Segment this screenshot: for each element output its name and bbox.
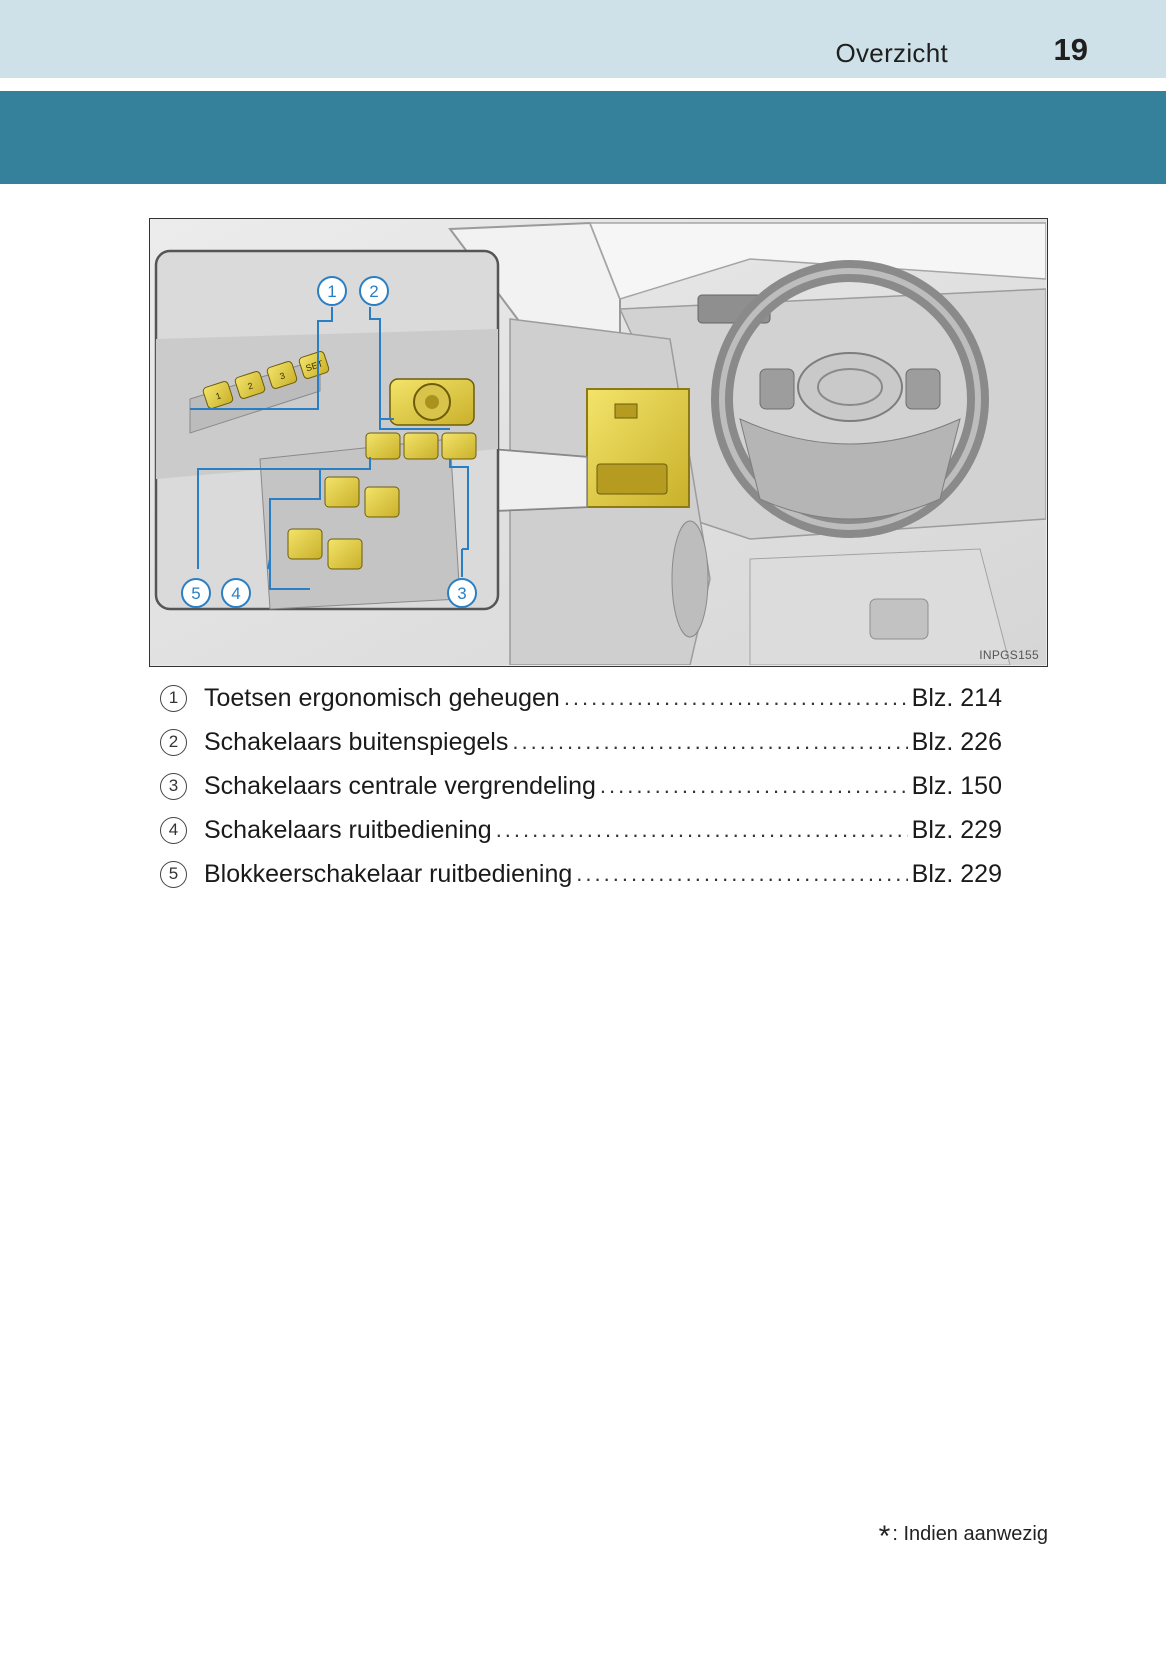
dot-leader: ........................................… xyxy=(599,773,908,798)
callout-1: 1 xyxy=(317,276,347,306)
footnote: *: Indien aanwezig xyxy=(879,1514,1048,1553)
memory-button-1-label: 1 xyxy=(214,390,222,401)
memory-button-3-label: 3 xyxy=(278,370,286,381)
dot-leader: ........................................… xyxy=(512,729,908,754)
chapter-band xyxy=(0,91,1166,184)
header-band xyxy=(0,0,1166,78)
figure-code: INPGS155 xyxy=(979,648,1039,662)
memory-button-2-label: 2 xyxy=(246,380,254,391)
svg-text:5: 5 xyxy=(191,584,200,603)
legend-text: Schakelaars buitenspiegels xyxy=(204,727,509,756)
memory-buttons: SET 3 2 1 xyxy=(202,351,330,409)
lock-switches xyxy=(365,432,477,460)
legend-number: 1 xyxy=(160,684,187,712)
page-reference[interactable]: Blz. 214 xyxy=(911,683,1002,712)
dot-leader: ........................................… xyxy=(576,861,907,886)
callout-5: 5 xyxy=(181,578,211,608)
door-switch-illustration: SET 3 2 1 xyxy=(149,218,1048,667)
legend-item-4: 4 Schakelaars ruitbediening ............… xyxy=(160,808,1002,852)
callout-line-1 xyxy=(190,307,333,410)
legend-list: 1 Toetsen ergonomisch geheugen .........… xyxy=(160,676,1002,896)
svg-text:2: 2 xyxy=(369,282,378,301)
svg-text:4: 4 xyxy=(231,584,240,603)
footnote-star: * xyxy=(878,1520,891,1553)
page-reference[interactable]: Blz. 229 xyxy=(911,815,1002,844)
dot-leader: ........................................… xyxy=(495,817,908,842)
svg-text:1: 1 xyxy=(327,282,336,301)
footnote-text: : Indien aanwezig xyxy=(892,1523,1048,1545)
legend-item-2: 2 Schakelaars buitenspiegels ...........… xyxy=(160,720,1002,764)
legend-number: 5 xyxy=(160,860,187,888)
illustration-svg: SET 3 2 1 xyxy=(150,219,1046,665)
steering-wheel xyxy=(711,260,989,538)
callout-line-3 xyxy=(449,459,469,550)
page-reference[interactable]: Blz. 226 xyxy=(911,727,1002,756)
callout-4: 4 xyxy=(221,578,251,608)
callout-lines xyxy=(190,307,469,590)
legend-text: Schakelaars ruitbediening xyxy=(204,815,492,844)
legend-number: 3 xyxy=(160,772,187,800)
legend-text: Schakelaars centrale vergrendeling xyxy=(204,771,596,800)
legend-item-5: 5 Blokkeerschakelaar ruitbediening .....… xyxy=(160,852,1002,896)
page-number: 19 xyxy=(1053,32,1088,67)
callout-3: 3 xyxy=(447,578,477,608)
svg-text:3: 3 xyxy=(457,584,466,603)
zoom-wedge xyxy=(489,448,588,512)
callout-line-5 xyxy=(197,457,371,569)
legend-number: 2 xyxy=(160,728,187,756)
pedal xyxy=(869,598,929,640)
door-speaker xyxy=(671,520,709,638)
page-reference[interactable]: Blz. 150 xyxy=(911,771,1002,800)
mirror-switch xyxy=(389,378,475,426)
section-title: Overzicht xyxy=(835,38,948,68)
highlighted-door-switch-area xyxy=(586,388,690,508)
callout-markers: 1 2 3 4 5 xyxy=(181,276,477,608)
legend-number: 4 xyxy=(160,816,187,844)
legend-item-1: 1 Toetsen ergonomisch geheugen .........… xyxy=(160,676,1002,720)
page-reference[interactable]: Blz. 229 xyxy=(911,859,1002,888)
legend-text: Blokkeerschakelaar ruitbediening xyxy=(204,859,573,888)
legend-item-3: 3 Schakelaars centrale vergrendeling ...… xyxy=(160,764,1002,808)
dot-leader: ........................................… xyxy=(563,685,908,710)
legend-text: Toetsen ergonomisch geheugen xyxy=(204,683,560,712)
callout-line-2 xyxy=(369,307,394,420)
callout-2: 2 xyxy=(359,276,389,306)
window-switches xyxy=(287,476,400,570)
